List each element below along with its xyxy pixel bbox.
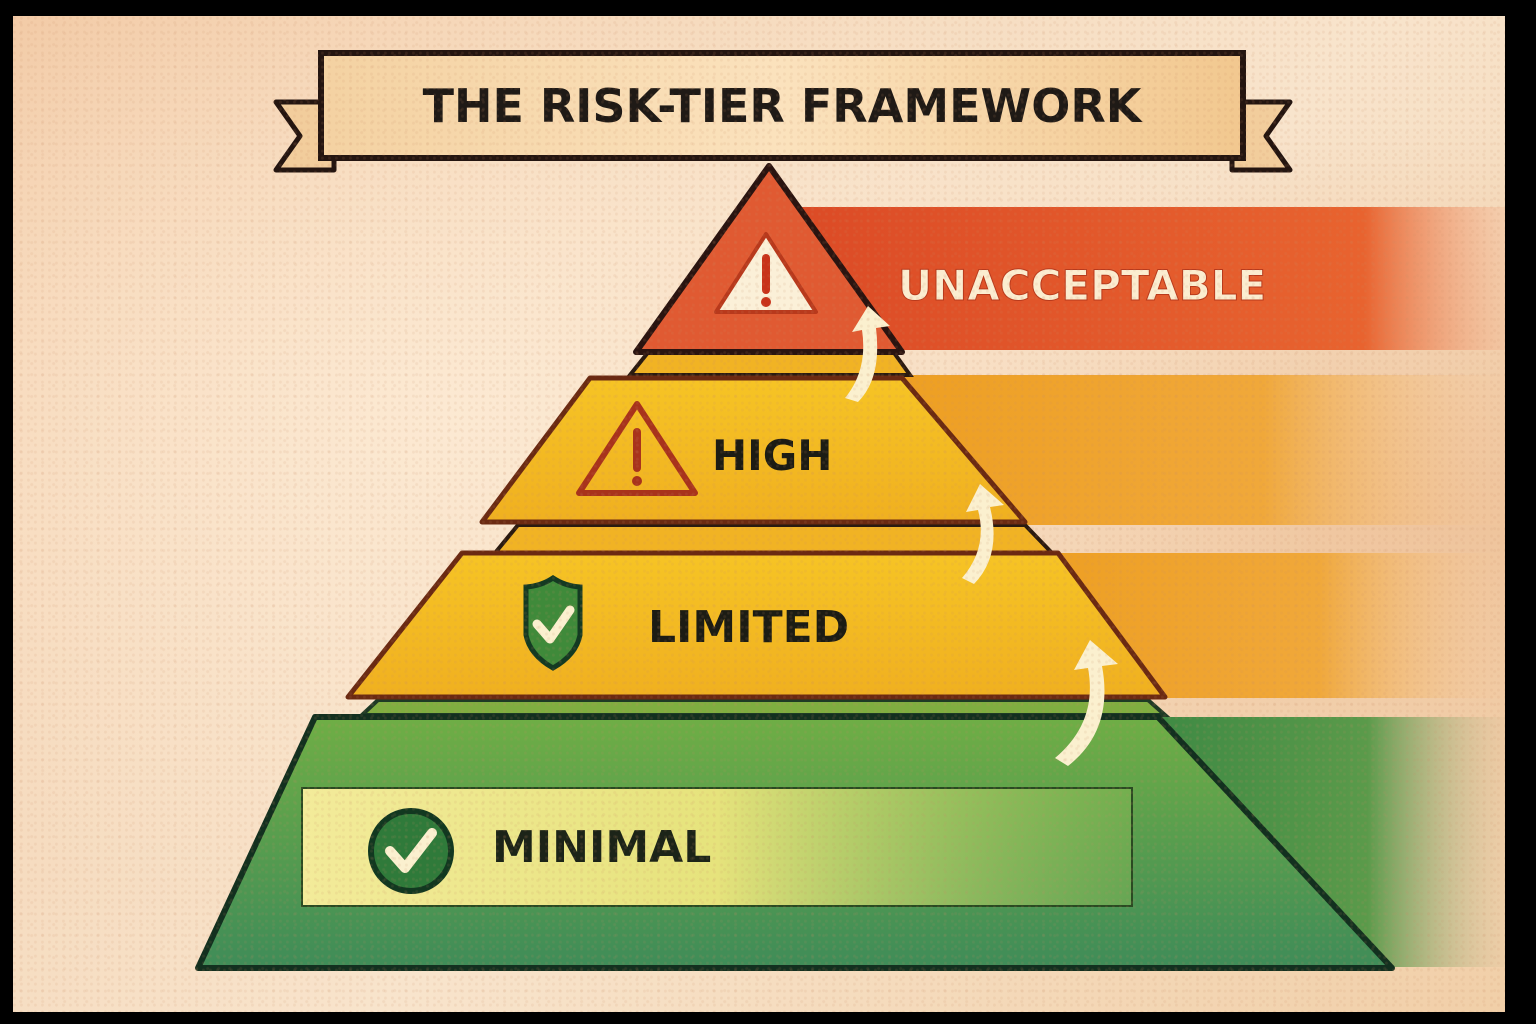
- curved-up-arrow-icon: [845, 306, 890, 402]
- canvas-frame: MINIMAL LIMITED HIGH UNACCEPTABLE: [13, 16, 1505, 1012]
- tier-high: HIGH: [479, 375, 1028, 525]
- tier-unacceptable: UNACCEPTABLE: [633, 163, 1267, 355]
- check-circle-icon: [368, 808, 454, 894]
- shield-check-icon: [523, 574, 583, 671]
- page-title: THE RISK-TIER FRAMEWORK: [423, 79, 1144, 133]
- warning-triangle-outline-icon: [576, 401, 698, 496]
- title-banner: THE RISK-TIER FRAMEWORK: [273, 50, 1293, 173]
- tier-minimal: MINIMAL: [195, 714, 1395, 971]
- tier-label-high: HIGH: [712, 431, 832, 480]
- warning-triangle-icon: [714, 232, 818, 314]
- tier-label-limited: LIMITED: [648, 602, 849, 653]
- tier-label-minimal: MINIMAL: [492, 822, 711, 873]
- tier-label-unacceptable: UNACCEPTABLE: [898, 261, 1266, 310]
- curved-up-arrow-icon: [962, 484, 1004, 584]
- tier-limited: LIMITED: [345, 550, 1168, 700]
- curved-up-arrow-icon: [1055, 640, 1118, 766]
- unacceptable-band: [800, 207, 1505, 350]
